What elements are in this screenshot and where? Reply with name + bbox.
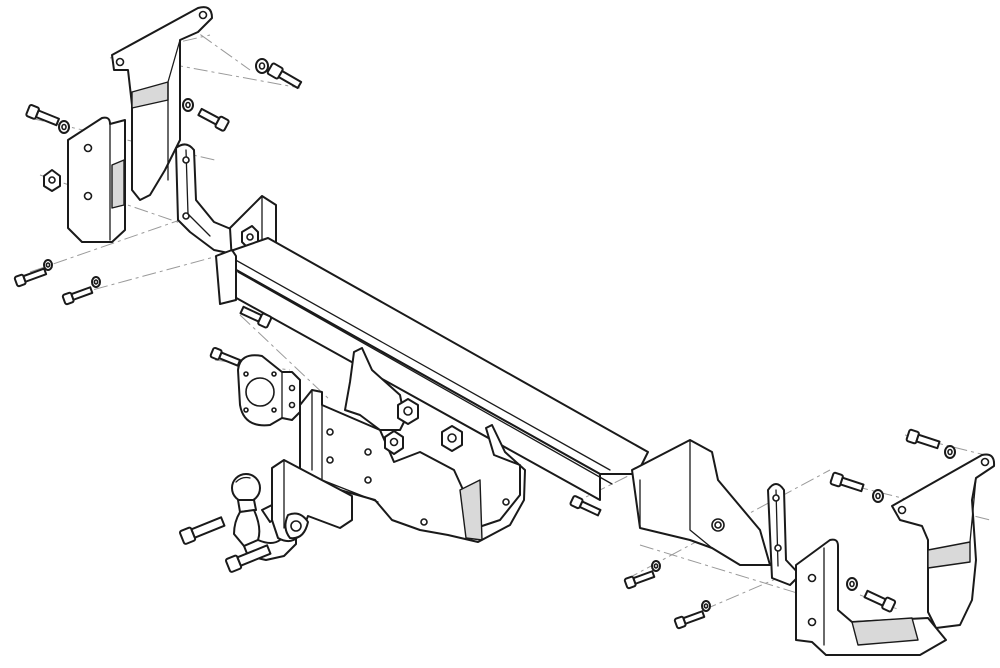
washer-icon: [944, 445, 956, 459]
washer-icon: [846, 577, 858, 591]
bolt-icon: [224, 544, 272, 573]
right-upper-bracket-icon: [891, 453, 996, 629]
washer-icon: [43, 259, 53, 271]
washer-icon: [651, 560, 661, 572]
bolt-icon: [266, 62, 303, 90]
ball-mount-plate-icon: [271, 459, 353, 542]
washer-icon: [701, 600, 711, 612]
bolt-icon: [829, 471, 865, 493]
right-beam-end-bracket-icon: [631, 439, 771, 566]
right-side-plate-icon: [795, 538, 947, 656]
bolt-icon: [61, 286, 94, 306]
bolt-icon: [25, 104, 60, 127]
bolt-icon: [209, 346, 242, 367]
bolt-icon: [863, 589, 897, 613]
bolt-icon: [178, 516, 226, 545]
nut-icon: [384, 430, 404, 455]
washer-icon: [872, 489, 884, 503]
bolt-icon: [673, 610, 706, 630]
socket-plate-icon: [237, 354, 301, 427]
nut-icon: [441, 425, 463, 452]
washer-icon: [91, 276, 101, 288]
center-nuts: [384, 398, 463, 455]
washer-icon: [182, 98, 194, 112]
bolt-icon: [239, 305, 273, 329]
nut-icon: [43, 169, 61, 192]
left-side-plate-icon: [67, 116, 126, 243]
bolt-icon: [569, 495, 602, 517]
bolt-icon: [905, 428, 941, 450]
nut-icon: [397, 398, 419, 425]
bolt-icon: [197, 107, 230, 132]
washer-icon: [255, 58, 269, 74]
bolts: [13, 58, 956, 630]
bolt-icon: [623, 570, 656, 590]
washer-icon: [58, 120, 70, 134]
left-inner-bracket-icon: [175, 143, 239, 256]
bolt-icon: [13, 267, 48, 288]
left-upper-bracket-icon: [111, 6, 213, 201]
